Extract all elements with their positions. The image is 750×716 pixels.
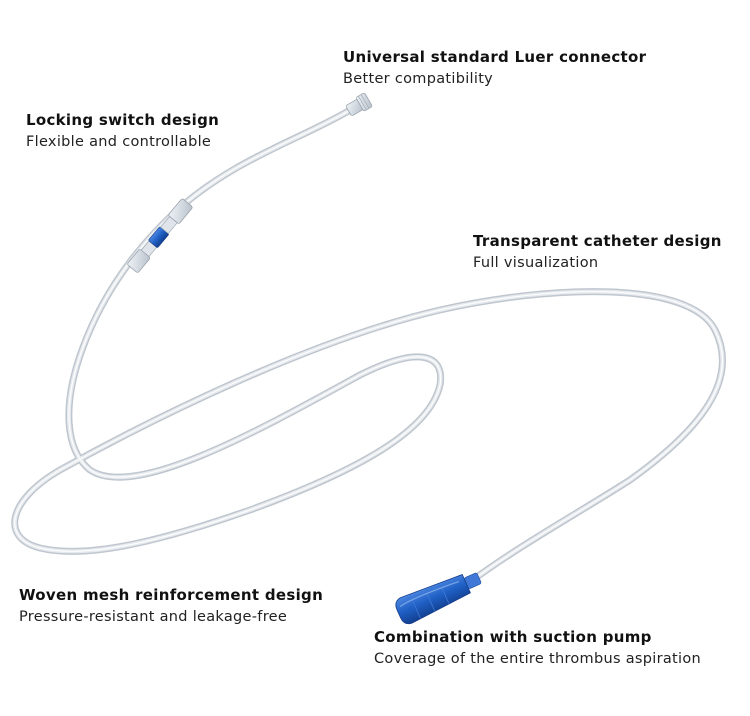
callout-subtitle: Flexible and controllable	[26, 134, 212, 150]
callout-woven-mesh: Woven mesh reinforcement design Pressure…	[19, 584, 323, 628]
callout-transparent-catheter: Transparent catheter design Full visuali…	[473, 230, 722, 274]
callout-subtitle: Better compatibility	[343, 71, 494, 87]
luer-connector	[345, 92, 373, 116]
callout-title: Universal standard Luer connector	[343, 48, 647, 66]
callout-subtitle: Pressure-resistant and leakage-free	[19, 609, 288, 625]
suction-connector	[395, 572, 482, 625]
callout-subtitle: Coverage of the entire thrombus aspirati…	[374, 651, 702, 667]
callout-suction-pump: Combination with suction pump Coverage o…	[374, 626, 701, 670]
callout-locking-switch: Locking switch design Flexible and contr…	[26, 109, 219, 153]
callout-title: Locking switch design	[26, 111, 220, 129]
callout-title: Transparent catheter design	[473, 232, 722, 250]
callout-title: Combination with suction pump	[374, 628, 652, 646]
catheter-tube	[11, 105, 726, 586]
callout-subtitle: Full visualization	[473, 255, 599, 271]
locking-switch	[127, 198, 193, 273]
callout-luer-connector: Universal standard Luer connector Better…	[343, 46, 646, 90]
callout-title: Woven mesh reinforcement design	[19, 586, 324, 604]
